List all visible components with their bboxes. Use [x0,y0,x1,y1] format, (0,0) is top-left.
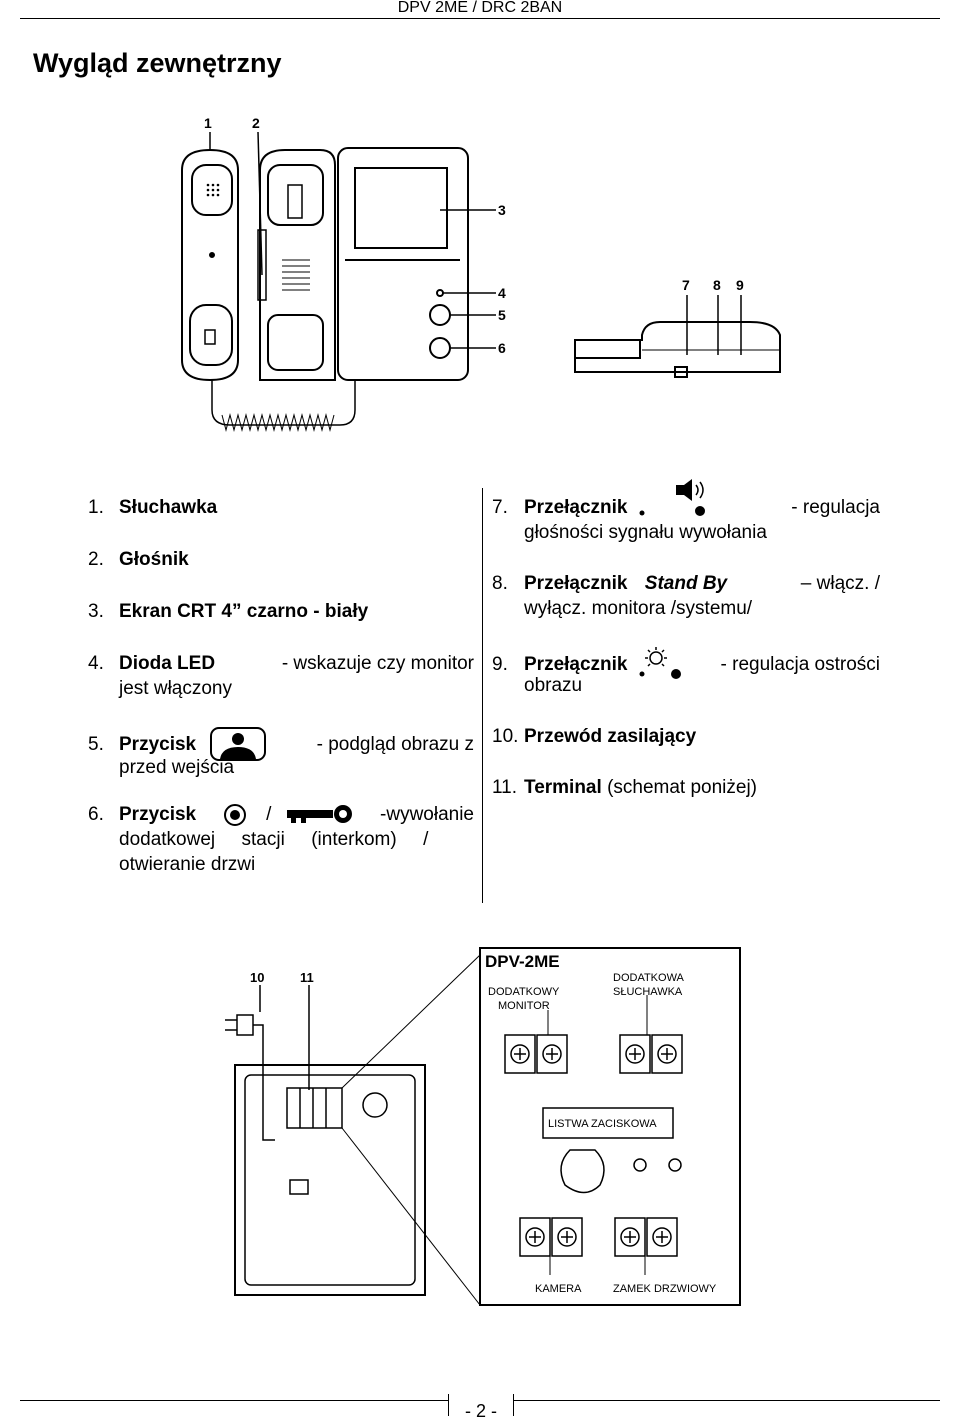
terminal-block-small [286,1087,343,1129]
terminal-strip-label: LISTWA ZACISKOWA [548,1118,657,1130]
callout-7: 7 [682,277,690,293]
list-item-11: 11.Terminal (schemat poniżej) [492,777,758,798]
terminal-diagram: 10 11 DPV-2ME DODATKOWY MONITOR DODATKOW… [225,947,741,1306]
column-divider [482,488,483,903]
additional-monitor-label-2: MONITOR [498,1000,550,1012]
callout-10: 10 [250,970,264,985]
person-icon [210,727,267,761]
list-item-1: 1.Słuchawka [88,497,218,518]
handset-outline [181,148,239,382]
speaker-switch-icon [639,478,705,516]
monitor-body [337,147,469,381]
header-rule [20,18,940,19]
monitor-view-button [429,304,451,326]
button-icon [224,803,247,826]
key-icon [287,804,353,823]
sun-switch-icon [639,647,681,679]
call-button [429,337,451,359]
callout-11: 11 [300,970,314,985]
list-item-2: 2.Głośnik [88,549,189,570]
list-item-6: 6.Przycisk / -wywołanie dodatkowej stacj… [88,803,474,875]
callout-3: 3 [498,202,506,218]
door-lock-label: ZAMEK DRZWIOWY [613,1283,717,1295]
page-title: Wygląd zewnętrzny [33,48,282,78]
detail-box [479,947,741,1306]
callout-4: 4 [498,285,506,301]
callout-2: 2 [252,115,260,131]
list-item-5: 5.Przycisk - podgląd obrazu z przed wejś… [88,727,474,780]
list-item-4: 4.Dioda LED - wskazuje czy monitor jest … [88,653,474,699]
additional-handset-label-1: DODATKOWA [613,972,685,984]
model-label: DPV-2ME [485,952,560,971]
top-terminals [504,1034,683,1074]
page-number: - 2 - [448,1394,514,1421]
callout-8: 8 [713,277,721,293]
callout-1: 1 [204,115,212,131]
additional-handset-label-2: SŁUCHAWKA [613,986,683,998]
back-panel-outline [234,1064,426,1296]
callout-9: 9 [736,277,744,293]
callout-6: 6 [498,340,506,356]
list-item-9: 9.Przełącznik - regulacja ostrości obraz… [492,647,880,698]
bottom-terminals [519,1217,678,1257]
list-item-7: 7.Przełącznik - regulacja głośności sygn… [492,478,880,545]
list-item-3: 3.Ekran CRT 4” czarno - biały [88,601,369,622]
device-illustration: 1 2 3 4 5 6 7 8 9 [181,115,781,432]
camera-label: KAMERA [535,1283,582,1295]
page-header: DPV 2ME / DRC 2BAN [397,0,563,16]
cradle-outline [259,149,336,381]
monitor-screen [354,167,448,249]
list-item-10: 10.Przewód zasilający [492,726,697,747]
list-item-8: 8.Przełącznik Stand By – włącz. / wyłącz… [492,573,880,619]
callout-5: 5 [498,307,506,323]
additional-monitor-label-1: DODATKOWY [488,986,560,998]
side-view-outline [574,321,781,373]
